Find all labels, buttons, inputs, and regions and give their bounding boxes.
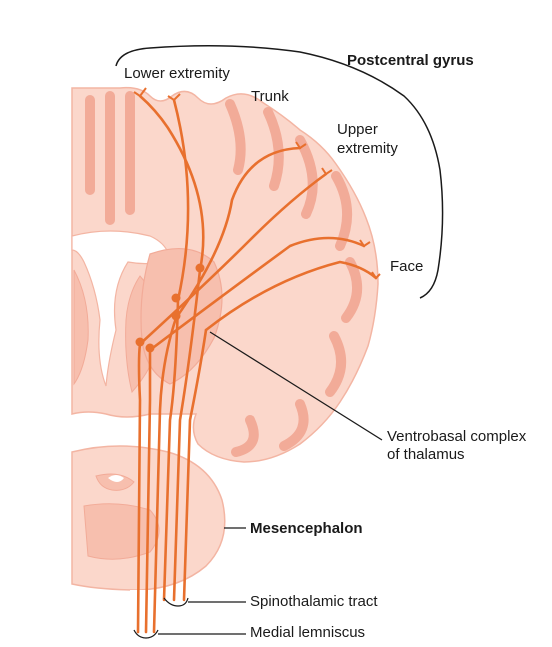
ventrobasal-leader bbox=[209, 331, 383, 441]
trunk-label: Trunk bbox=[251, 88, 289, 105]
spinothalamic-bracket bbox=[163, 597, 246, 607]
postcentral-bracket bbox=[115, 45, 444, 299]
aqueduct bbox=[108, 475, 124, 482]
upper-extremity-label-line2: extremity bbox=[337, 140, 398, 157]
ventrobasal-complex-label-line2: of thalamus bbox=[387, 446, 465, 463]
lateral-ventricle bbox=[71, 230, 171, 387]
postcentral-gyrus-label: Postcentral gyrus bbox=[347, 52, 474, 69]
spinothalamic-tract-label: Spinothalamic tract bbox=[250, 593, 378, 610]
sensory-fibers bbox=[136, 94, 378, 634]
cortex-gyri bbox=[85, 91, 362, 457]
upper-extremity-label-line1: Upper bbox=[337, 121, 378, 138]
relay-nuclei bbox=[135, 263, 205, 353]
mesencephalon-label: Mesencephalon bbox=[250, 520, 363, 537]
face-label: Face bbox=[390, 258, 424, 275]
mesencephalon-inner bbox=[83, 473, 160, 560]
ventrobasal-complex-label-line1: Ventrobasal complex bbox=[387, 428, 527, 445]
fiber-terminals bbox=[133, 87, 381, 280]
lower-extremity-label: Lower extremity bbox=[124, 65, 230, 82]
medial-lemniscus-label: Medial lemniscus bbox=[250, 624, 366, 641]
medial-lemniscus-bracket bbox=[133, 629, 246, 639]
